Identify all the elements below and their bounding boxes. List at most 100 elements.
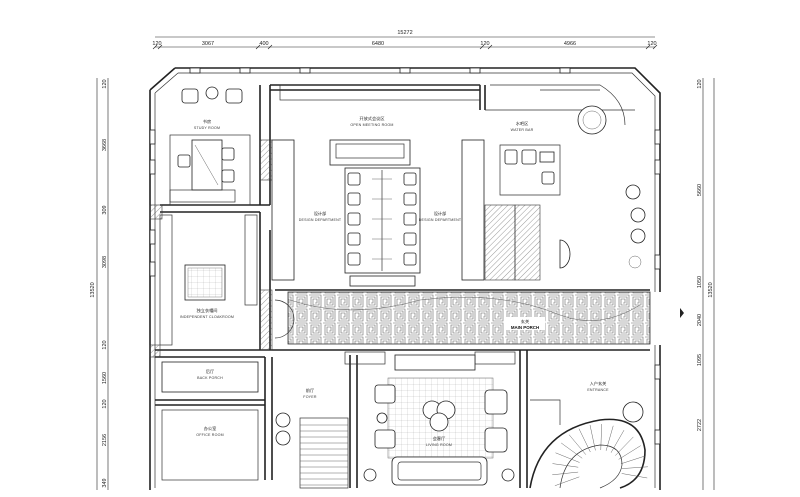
room-label-en: BACK PORCH — [197, 376, 223, 380]
stool — [539, 151, 555, 163]
room-label-cn: 开放式会议区 — [359, 115, 384, 122]
round-stool — [275, 412, 291, 428]
dim-left-seg-2: 3668 — [102, 139, 108, 151]
study-zone — [169, 134, 251, 206]
column — [149, 344, 161, 358]
room-label-cn: 入户玄关 — [590, 380, 607, 387]
office-room: 办公室 OFFICE ROOM — [161, 409, 259, 481]
dim-left-seg-6: 1560 — [102, 372, 108, 384]
room-label-cn: 书房 — [203, 118, 211, 125]
main-porch: 玄关 MAIN PORCH — [274, 291, 651, 345]
dim-top-seg-1: 120 — [152, 41, 161, 47]
spiral-step — [568, 434, 587, 455]
right-dimensions: 13520 120 5660 1050 2040 1095 2722 — [697, 78, 715, 490]
console — [344, 351, 386, 365]
dim-right-seg-4: 2040 — [697, 314, 703, 326]
top-windows — [189, 67, 571, 74]
spiral-step — [552, 471, 579, 476]
stool — [504, 149, 518, 165]
living-room: 会客厅 LIVING ROOM — [344, 351, 516, 486]
room-label-en: INDEPENDENT CLOAKROOM — [180, 315, 234, 319]
dim-tick — [255, 44, 261, 50]
stool — [521, 149, 537, 165]
design-dept-right: 设计部 DESIGN DEPARTMENT — [419, 139, 485, 281]
island-counter — [499, 144, 561, 196]
dim-left-total: 13520 — [90, 282, 96, 297]
round-stool — [275, 430, 291, 446]
half-round-table — [559, 239, 571, 269]
foyer: 前厅 FOYER — [275, 387, 349, 489]
back-porch: 后厅 BACK PORCH — [161, 361, 259, 393]
spiral-stair-outer — [529, 418, 646, 489]
sofa — [391, 456, 488, 486]
chair — [403, 252, 417, 266]
desk-strip — [271, 139, 295, 281]
bookshelf — [169, 189, 236, 203]
room-label-en: MAIN PORCH — [511, 325, 539, 330]
dim-tick — [645, 44, 651, 50]
chair — [403, 232, 417, 246]
dim-left-seg-3: 309 — [102, 205, 108, 214]
cabinet — [161, 361, 259, 393]
dim-right-seg-5: 1095 — [697, 354, 703, 366]
room-label-cn: 前厅 — [306, 387, 314, 394]
plant — [628, 255, 642, 269]
dim-top-seg-6: 4966 — [564, 41, 576, 47]
interior-walls — [149, 84, 650, 488]
stool — [541, 171, 555, 185]
side-table — [501, 468, 515, 482]
column — [484, 204, 516, 281]
chair — [403, 212, 417, 226]
side-table — [205, 86, 219, 100]
office-zone — [161, 409, 259, 481]
fret-pattern-floor — [287, 291, 651, 345]
room-label-cn: 设计部 — [434, 210, 447, 217]
bench — [349, 275, 416, 287]
chair — [347, 192, 361, 206]
wardrobe — [159, 214, 173, 346]
dim-top-seg-7: 120 — [647, 41, 656, 47]
armchair — [225, 88, 243, 104]
desk-strip — [461, 139, 485, 281]
plant — [577, 105, 607, 135]
dim-top-total: 15272 — [397, 30, 412, 36]
tv-cabinet — [394, 354, 476, 371]
room-label-en: LIVING ROOM — [426, 443, 452, 447]
spiral-step — [618, 445, 641, 460]
column — [259, 139, 273, 181]
side-windows — [149, 129, 661, 445]
water-bar: 水吧区 WATER BAR — [490, 84, 646, 269]
dim-tick — [479, 44, 485, 50]
room-label-en: WATER BAR — [511, 128, 534, 132]
room-label-cn: 办公室 — [204, 425, 217, 432]
dim-right-total: 13520 — [708, 282, 714, 297]
left-dimensions: 13520 120 3668 309 3098 120 1560 120 215… — [90, 78, 109, 490]
dim-tick — [487, 44, 493, 50]
room-label-cn: 会客厅 — [433, 435, 446, 442]
spiral-step — [621, 466, 648, 469]
dim-top-seg-3: 400 — [259, 41, 268, 47]
dim-right-seg-1: 120 — [697, 79, 703, 88]
stair-landing — [530, 399, 561, 425]
dim-left-seg-5: 120 — [102, 340, 108, 349]
console — [474, 351, 516, 365]
side-table — [376, 412, 388, 424]
chair — [403, 172, 417, 186]
exterior-walls — [149, 67, 661, 490]
chair — [221, 169, 235, 183]
chair — [347, 172, 361, 186]
wardrobe — [244, 214, 258, 306]
design-dept-left: 设计部 DESIGN DEPARTMENT — [271, 139, 342, 281]
stool — [630, 228, 646, 244]
column — [149, 204, 163, 220]
room-label-en: STUDY ROOM — [194, 126, 220, 130]
dim-left-seg-7: 120 — [102, 399, 108, 408]
column — [259, 289, 273, 351]
staircase-left — [299, 417, 349, 489]
dim-left-seg-8: 2156 — [102, 434, 108, 446]
room-label-en: ENTRANCE — [587, 388, 609, 392]
dim-tick — [152, 44, 158, 50]
room-label-en: FOYER — [303, 395, 317, 399]
spiral-step — [620, 455, 646, 465]
